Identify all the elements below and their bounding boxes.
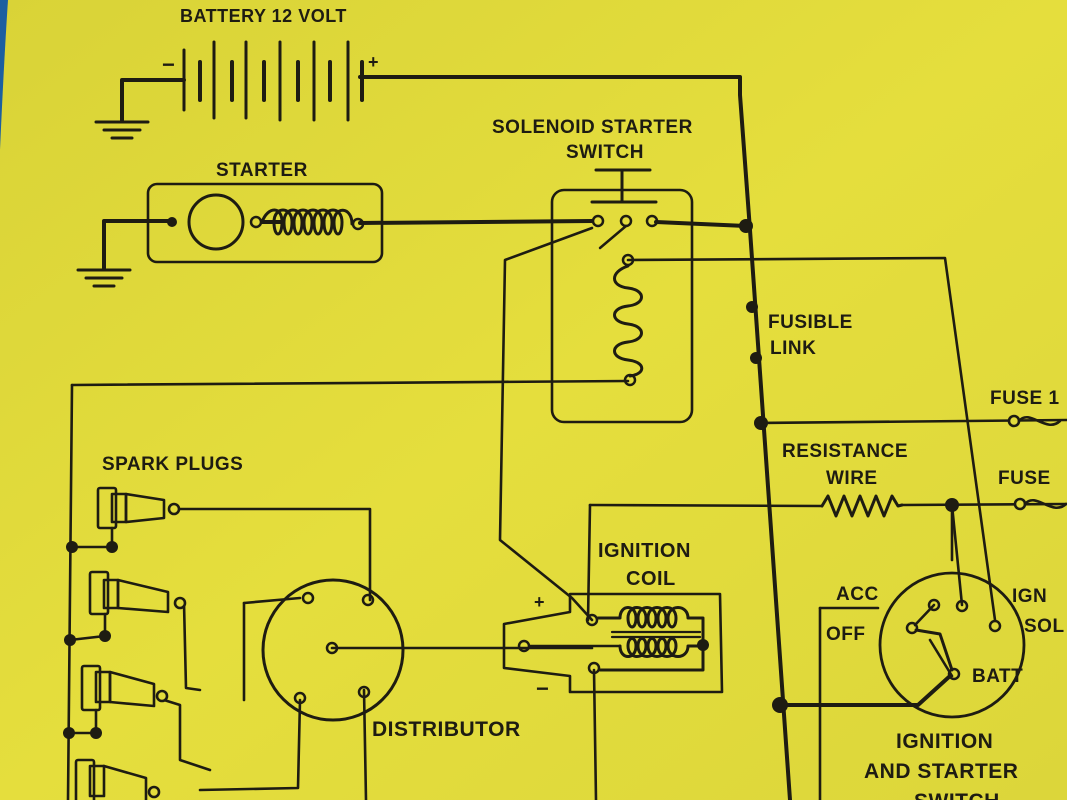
coil-minus-label: − — [536, 676, 549, 701]
battery-ground-icon — [94, 120, 150, 140]
battery-label: BATTERY 12 VOLT — [180, 6, 347, 26]
junction-dots — [63, 219, 959, 739]
coil-plus-label: + — [534, 592, 545, 612]
distributor-label: DISTRIBUTOR — [372, 718, 521, 741]
resistor-icon — [820, 494, 904, 518]
spark-plug-1 — [96, 486, 181, 549]
fusible-link-label-line2: LINK — [770, 338, 816, 359]
solenoid-label-line2: SWITCH — [566, 142, 644, 163]
resistance-wire-label-line1: RESISTANCE — [782, 441, 908, 462]
switch-label-line3: SWITCH — [914, 790, 1000, 800]
fuse-2-label: FUSE — [998, 468, 1051, 489]
batt-label: BATT — [972, 666, 1023, 687]
ignition-coil — [502, 592, 724, 694]
sol-label: SOL — [1024, 616, 1065, 637]
resistance-wire-label-line2: WIRE — [826, 468, 878, 489]
battery-minus: − — [162, 52, 175, 77]
starter — [146, 182, 384, 264]
switch-label-line2: AND STARTER — [864, 760, 1018, 783]
spark-plug-2 — [88, 570, 187, 638]
ign-label: IGN — [1012, 586, 1047, 607]
off-label: OFF — [826, 624, 866, 645]
acc-label: ACC — [836, 584, 879, 605]
fuse-1-label: FUSE 1 — [990, 388, 1060, 409]
ignition-coil-label-line1: IGNITION — [598, 540, 691, 562]
ignition-and-starter-switch — [878, 571, 1026, 719]
fuse-2-icon — [1013, 497, 1067, 511]
spark-plug-3 — [80, 664, 169, 735]
starter-ground-icon — [76, 268, 132, 288]
fusible-link-label-line1: FUSIBLE — [768, 312, 853, 333]
solenoid-label-line1: SOLENOID STARTER — [492, 117, 693, 138]
battery-plus: + — [368, 52, 379, 72]
distributor — [261, 578, 405, 722]
battery — [182, 40, 364, 122]
starter-label: STARTER — [216, 160, 308, 181]
fuse-1-icon — [1007, 414, 1062, 428]
spark-plugs-label: SPARK PLUGS — [102, 454, 243, 475]
ignition-coil-label-line2: COIL — [626, 568, 676, 590]
switch-label-line1: IGNITION — [896, 730, 993, 753]
solenoid-starter-switch — [550, 168, 694, 424]
spark-plug-4 — [74, 758, 161, 800]
